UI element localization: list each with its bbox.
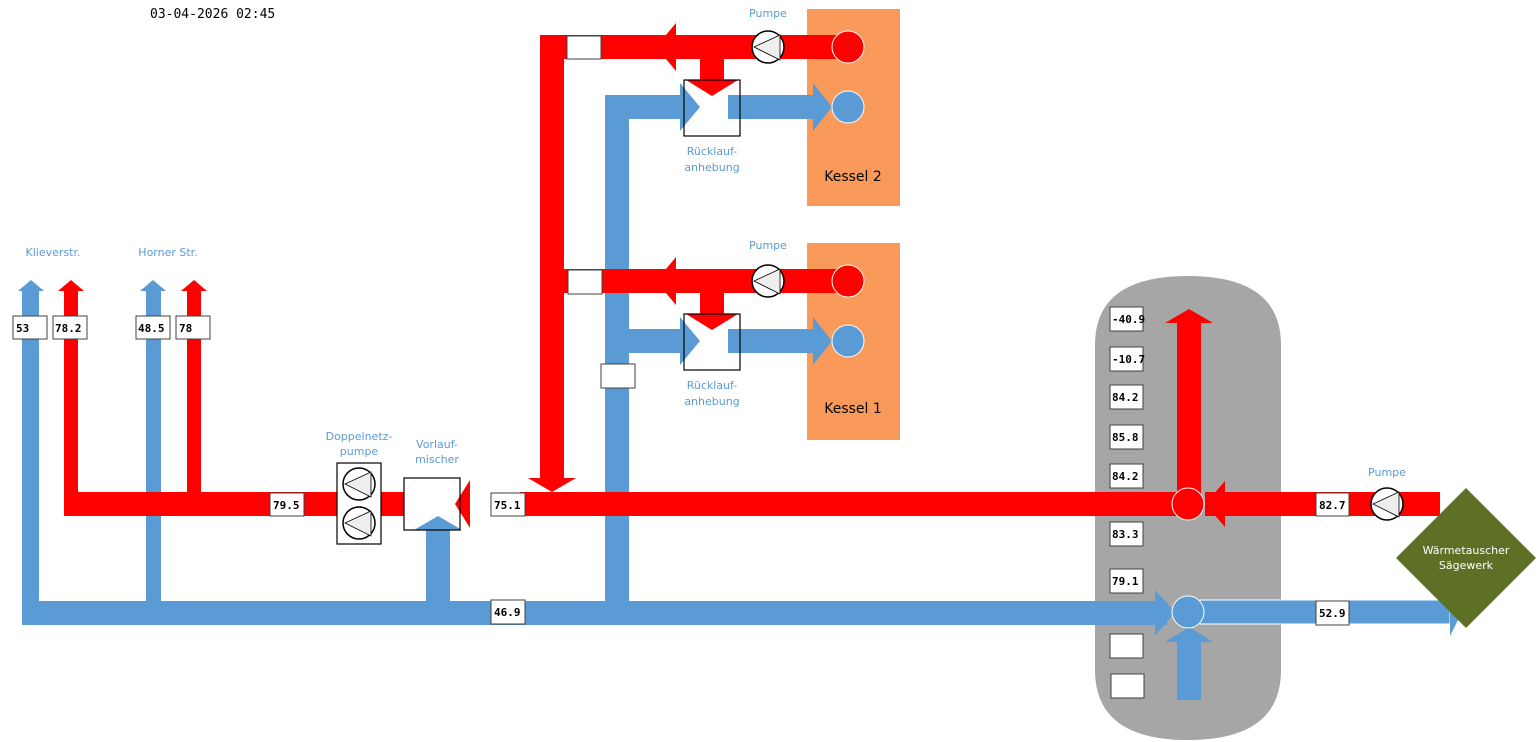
value-boiler-2-supply <box>566 35 602 60</box>
value-klieverstr-supply: 78.2 <box>52 315 88 340</box>
svg-text:84.2: 84.2 <box>1112 391 1139 404</box>
svg-text:83.3: 83.3 <box>1112 528 1139 541</box>
pump-boiler-1[interactable] <box>751 264 785 298</box>
return-raise-2-label-1: Rücklauf- <box>687 145 738 158</box>
pump-boiler-1-label: Pumpe <box>749 239 787 252</box>
tank-sensor-3: 84.2 <box>1109 384 1144 410</box>
svg-text:78.2: 78.2 <box>55 322 82 335</box>
svg-text:53: 53 <box>16 322 29 335</box>
consumer-label-horner: Horner Str. <box>138 246 197 259</box>
pump-boiler-2[interactable] <box>751 30 785 64</box>
tank-sensor-6: 83.3 <box>1109 521 1144 547</box>
value-return-main: 46.9 <box>490 599 526 625</box>
return-raise-mixer-2[interactable] <box>683 79 741 137</box>
return-raise-2-label-2: anhebung <box>684 161 739 174</box>
tank-sensor-2: -10.7 <box>1109 346 1145 372</box>
tank-return-port <box>1171 595 1205 629</box>
return-raise-1-label-1: Rücklauf- <box>687 379 738 392</box>
svg-text:-10.7: -10.7 <box>1112 353 1145 366</box>
heat-exchanger-sawmill[interactable] <box>1396 488 1536 628</box>
mixer-label-2: mischer <box>415 453 459 466</box>
svg-text:46.9: 46.9 <box>494 606 521 619</box>
tank-sensor-7: 79.1 <box>1109 568 1144 594</box>
boiler-kessel-1-label: Kessel 1 <box>824 401 882 417</box>
boiler-1-return-port <box>831 324 865 358</box>
tank-sensor-5: 84.2 <box>1109 463 1144 489</box>
svg-text:48.5: 48.5 <box>138 322 165 335</box>
tank-sensor-9 <box>1110 673 1145 699</box>
consumer-label-klieverstr: Klieverstr. <box>26 246 81 259</box>
return-raise-1-label-2: anhebung <box>684 395 739 408</box>
svg-text:84.2: 84.2 <box>1112 470 1139 483</box>
tank-sensor-4: 85.8 <box>1109 424 1144 450</box>
heat-exchanger-label-2: Sägewerk <box>1439 559 1494 572</box>
pump-boiler-2-label: Pumpe <box>749 7 787 20</box>
svg-text:82.7: 82.7 <box>1319 499 1346 512</box>
value-supply-after-mixer: 75.1 <box>490 492 526 517</box>
svg-text:85.8: 85.8 <box>1112 431 1139 444</box>
value-boiler-1-supply <box>567 269 603 295</box>
svg-text:-40.9: -40.9 <box>1112 313 1145 326</box>
svg-text:75.1: 75.1 <box>494 499 521 512</box>
timestamp: 03-04-2026 02:45 <box>150 7 275 22</box>
pump-sawmill[interactable] <box>1370 487 1404 521</box>
svg-text:79.1: 79.1 <box>1112 575 1139 588</box>
return-raise-mixer-1[interactable] <box>683 313 741 371</box>
tank-sensor-8 <box>1109 633 1144 659</box>
value-sawmill-supply: 82.7 <box>1315 492 1350 517</box>
boiler-2-supply-port <box>831 30 865 64</box>
tank-sensor-1: -40.9 <box>1109 306 1145 332</box>
supply-pipes <box>58 23 1440 528</box>
mixer-label-1: Vorlauf- <box>416 438 458 451</box>
boiler-kessel-2-label: Kessel 2 <box>824 169 882 185</box>
svg-text:52.9: 52.9 <box>1319 607 1346 620</box>
boiler-1-supply-port <box>831 264 865 298</box>
value-horner-return: 48.5 <box>135 315 171 340</box>
tank-supply-port <box>1171 487 1205 521</box>
double-network-pump[interactable] <box>336 462 382 545</box>
supply-mixer[interactable] <box>403 477 461 531</box>
value-supply-before-pump: 79.5 <box>269 492 305 517</box>
value-horner-supply: 78 <box>175 315 211 340</box>
svg-text:79.5: 79.5 <box>273 499 300 512</box>
double-pump-label-2: pumpe <box>340 445 379 458</box>
heat-exchanger-label-1: Wärmetauscher <box>1423 544 1510 557</box>
pump-sawmill-label: Pumpe <box>1368 466 1406 479</box>
value-boiler-1-return <box>600 363 636 389</box>
return-pipes <box>18 83 1462 700</box>
double-pump-label-1: Doppelnetz- <box>326 430 393 443</box>
value-klieverstr-return: 53 <box>12 315 48 340</box>
value-sawmill-return: 52.9 <box>1315 600 1350 626</box>
svg-text:78: 78 <box>179 322 192 335</box>
boiler-2-return-port <box>831 90 865 124</box>
